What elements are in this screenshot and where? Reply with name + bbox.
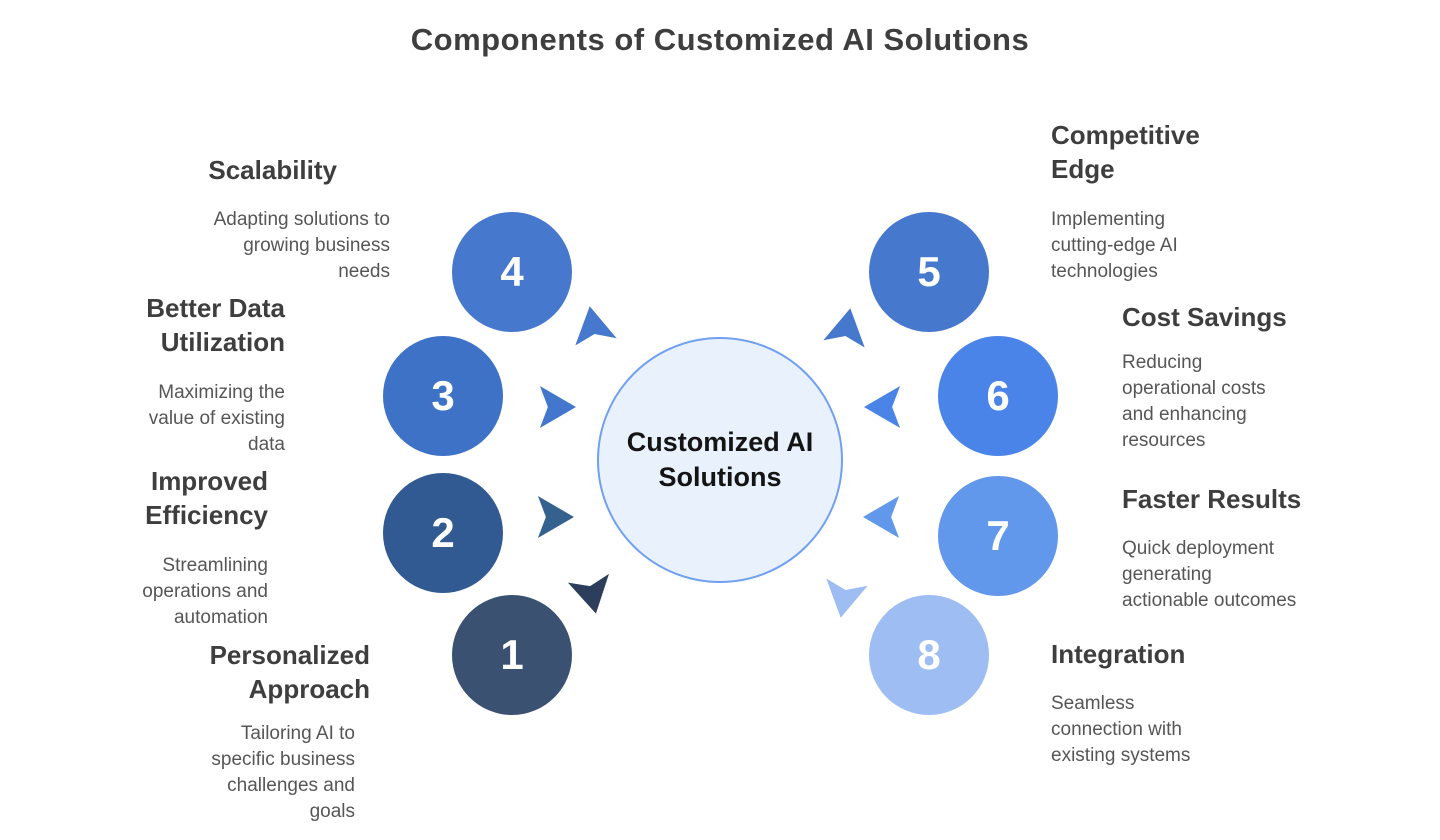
center-label: Customized AI Solutions bbox=[626, 427, 814, 492]
item-circle-6: 6 bbox=[938, 336, 1058, 456]
item-circle-1: 1 bbox=[452, 595, 572, 715]
arrow-6-icon bbox=[864, 386, 902, 428]
item-desc-2: Streamlining operations and automation bbox=[142, 555, 268, 628]
item-title-1: Personalized Approach bbox=[209, 640, 370, 704]
item-desc-6: Reducing operational costs and enhancing… bbox=[1122, 352, 1266, 451]
item-number-6: 6 bbox=[986, 372, 1010, 419]
item-title-2: Improved Efficiency bbox=[145, 466, 268, 530]
item-title-6: Cost Savings bbox=[1122, 302, 1287, 332]
item-desc-3: Maximizing the value of existing data bbox=[148, 382, 285, 455]
item-title-3: Better Data Utilization bbox=[146, 293, 285, 357]
arrow-2-icon bbox=[536, 496, 574, 538]
arrow-3-icon bbox=[538, 386, 576, 428]
arrow-1-icon bbox=[568, 572, 617, 618]
item-desc-1: Tailoring AI to specific business challe… bbox=[211, 723, 355, 822]
page-title: Components of Customized AI Solutions bbox=[410, 22, 1030, 57]
item-number-5: 5 bbox=[917, 248, 941, 295]
item-number-3: 3 bbox=[431, 372, 455, 419]
item-title-7: Faster Results bbox=[1122, 484, 1302, 514]
center-circle: Customized AI Solutions bbox=[597, 337, 843, 583]
arrow-8-icon bbox=[820, 577, 868, 622]
item-circle-4: 4 bbox=[452, 212, 572, 332]
item-number-1: 1 bbox=[500, 631, 524, 678]
item-number-4: 4 bbox=[500, 248, 524, 295]
item-number-2: 2 bbox=[431, 509, 455, 556]
item-desc-4: Adapting solutions to growing business n… bbox=[213, 209, 390, 282]
item-circle-2: 2 bbox=[383, 473, 503, 593]
arrow-4-icon bbox=[569, 303, 617, 348]
arrow-7-icon bbox=[863, 496, 901, 538]
item-title-5: Competitive Edge bbox=[1051, 120, 1200, 184]
item-desc-7: Quick deployment generating actionable o… bbox=[1122, 538, 1297, 611]
item-number-8: 8 bbox=[917, 631, 941, 678]
item-circle-7: 7 bbox=[938, 476, 1058, 596]
item-circle-8: 8 bbox=[869, 595, 989, 715]
item-title-4: Scalability bbox=[208, 155, 337, 185]
item-circle-5: 5 bbox=[869, 212, 989, 332]
item-number-7: 7 bbox=[986, 512, 1010, 559]
item-desc-8: Seamless connection with existing system… bbox=[1051, 693, 1191, 766]
item-circle-3: 3 bbox=[383, 336, 503, 456]
item-desc-5: Implementing cutting-edge AI technologie… bbox=[1051, 209, 1178, 282]
arrow-5-icon bbox=[823, 305, 871, 350]
item-title-8: Integration bbox=[1051, 639, 1186, 669]
